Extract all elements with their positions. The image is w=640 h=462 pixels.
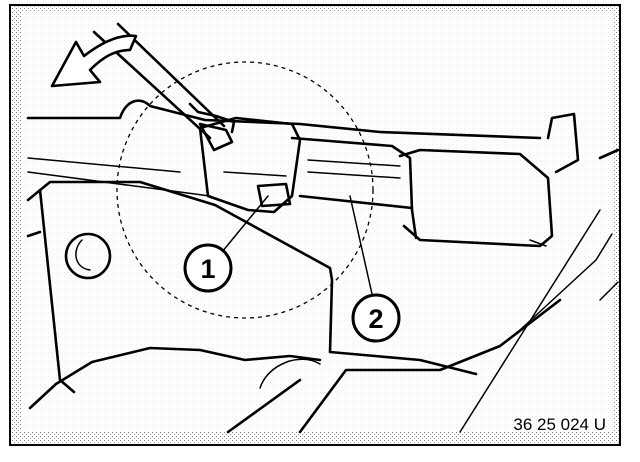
curved-arrow-icon bbox=[50, 34, 138, 88]
latch-slot bbox=[256, 182, 292, 208]
mounting-hole bbox=[64, 232, 112, 280]
callout-1-label: 1 bbox=[200, 254, 215, 284]
latch-assembly bbox=[198, 116, 554, 248]
reference-code: 36 25 024 U bbox=[513, 415, 606, 434]
lower-body bbox=[28, 209, 619, 434]
detail-circle bbox=[116, 61, 374, 319]
figure-frame bbox=[9, 4, 621, 446]
upper-housing bbox=[26, 99, 620, 197]
callout-2-label: 2 bbox=[368, 304, 383, 334]
callout-1: 1 bbox=[183, 195, 269, 293]
bracket-plate bbox=[26, 180, 478, 394]
callout-2: 2 bbox=[349, 195, 401, 343]
